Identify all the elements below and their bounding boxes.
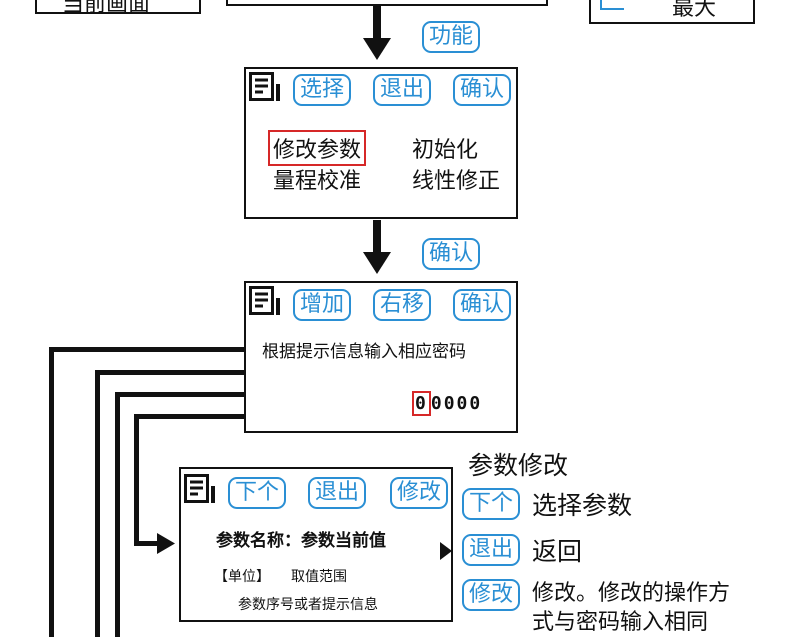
param-next-button[interactable]: 下个 <box>228 477 286 509</box>
connector-line-4-v <box>134 414 139 544</box>
password-increase-button[interactable]: 增加 <box>293 289 351 321</box>
max-label: 最大 <box>672 0 717 21</box>
legend-exit-key: 退出 <box>462 534 520 566</box>
param-range: 取值范围 <box>291 569 347 585</box>
arrow-down-2-shaft <box>373 220 381 256</box>
connector-line-1-h <box>49 347 245 352</box>
password-digit-active[interactable]: 0 <box>412 391 431 416</box>
legend-next-desc: 选择参数 <box>532 491 633 520</box>
param-exit-button[interactable]: 退出 <box>308 477 366 509</box>
arrow-down-1-shaft <box>373 6 381 42</box>
menu-exit-button[interactable]: 退出 <box>373 74 431 106</box>
connector-line-2-h <box>95 370 245 375</box>
connector-line-4-h <box>134 414 245 419</box>
menu-select-button[interactable]: 选择 <box>293 74 351 106</box>
arrow-right-to-legend <box>440 542 452 560</box>
document-icon <box>184 474 215 503</box>
max-box <box>589 0 755 24</box>
current-screen-label: 当前画面 <box>62 0 151 17</box>
connector-line-3-v <box>115 392 120 637</box>
legend-title: 参数修改 <box>468 451 569 480</box>
legend-modify-key: 修改 <box>462 579 520 611</box>
connector-line-4-to-param <box>134 541 160 546</box>
legend-modify-desc-line2: 式与密码输入相同 <box>532 610 709 635</box>
param-unit: 【单位】 <box>214 569 270 585</box>
arrow-down-2-head <box>363 252 391 274</box>
password-digit: 0 <box>430 393 444 414</box>
legend-next-key: 下个 <box>462 488 520 520</box>
param-name-value: 参数名称：参数当前值 <box>216 531 386 551</box>
arrow-down-1-head <box>363 38 391 60</box>
current-screen-box <box>35 0 201 14</box>
password-prompt: 根据提示信息输入相应密码 <box>262 342 466 362</box>
function-key-label: 功能 <box>422 21 480 53</box>
connector-line-1-v <box>49 347 54 637</box>
legend-modify-desc-line1: 修改。修改的操作方 <box>532 581 731 606</box>
connector-line-2-v <box>95 370 100 637</box>
menu-item-initialize[interactable]: 初始化 <box>412 138 479 163</box>
menu-item-range-calibration[interactable]: 量程校准 <box>273 169 362 194</box>
arrow-right-to-param-screen <box>157 533 175 554</box>
max-box-blue-mark <box>600 0 624 10</box>
param-index-hint: 参数序号或者提示信息 <box>238 597 378 613</box>
connector-line-3-h <box>115 392 245 397</box>
menu-item-modify-params[interactable]: 修改参数 <box>268 130 367 166</box>
top-center-box <box>226 0 548 6</box>
param-modify-button[interactable]: 修改 <box>390 477 448 509</box>
password-digit: 0 <box>443 393 457 414</box>
document-icon <box>249 286 280 315</box>
legend-exit-desc: 返回 <box>532 537 583 566</box>
menu-confirm-button[interactable]: 确认 <box>453 74 511 106</box>
password-shift-right-button[interactable]: 右移 <box>373 289 431 321</box>
confirm-key-label: 确认 <box>422 238 480 270</box>
document-icon <box>249 72 280 101</box>
menu-item-linear-correction[interactable]: 线性修正 <box>412 169 501 194</box>
password-digit: 0 <box>469 393 483 414</box>
password-confirm-button[interactable]: 确认 <box>453 289 511 321</box>
password-digit: 0 <box>456 393 470 414</box>
